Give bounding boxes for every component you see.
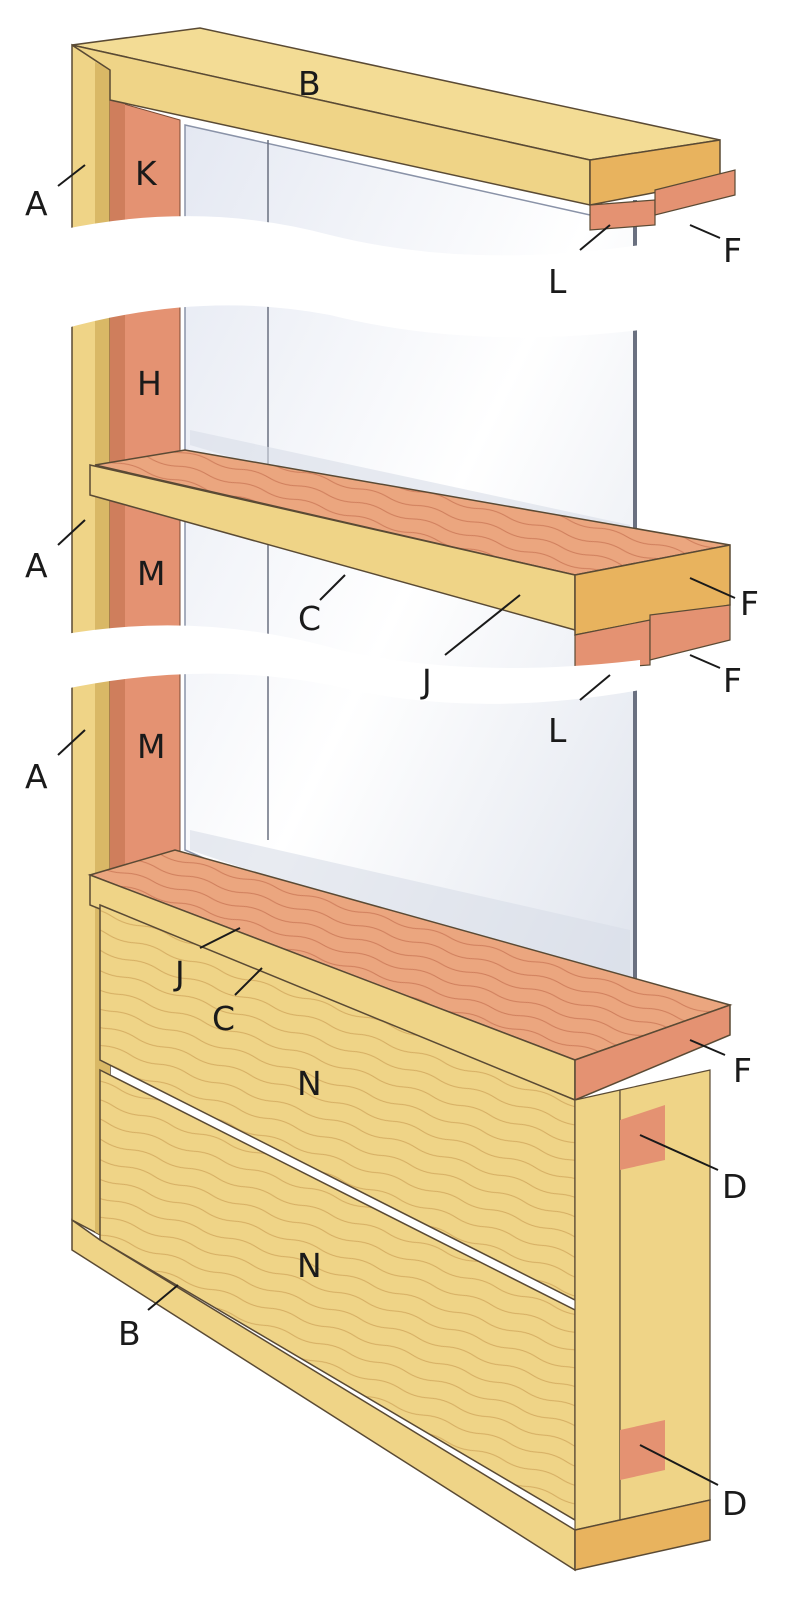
lower-panels [99,903,711,1531]
labels: A B K L F H A M C F J F L A M J C F N D … [25,64,759,1523]
label-j-mid: J [420,662,432,701]
label-a-low: A [25,757,48,796]
label-f-low: F [733,1051,752,1090]
break-marks [60,216,640,704]
top-trim [589,169,736,231]
label-d-bottom: D [722,1484,747,1523]
label-m-upper: M [137,554,165,593]
label-f-mid2: F [723,661,742,700]
label-c-mid: C [298,599,321,638]
label-f-mid1: F [740,584,759,623]
bottom-base [71,1218,711,1572]
label-f-top: F [723,231,742,270]
label-j-low: J [173,954,185,993]
middle-sill [89,449,731,671]
label-a-top: A [25,184,48,223]
label-l-mid: L [548,711,567,750]
label-h: H [137,364,162,403]
label-d-top: D [722,1167,747,1206]
label-n-upper: N [297,1064,322,1103]
top-header-board [71,27,721,206]
label-b-top: B [298,64,321,103]
label-c-low: C [212,999,235,1038]
label-a-mid: A [25,546,48,585]
label-b-bottom: B [118,1314,141,1353]
label-m-lower: M [137,727,165,766]
lower-sill [87,849,733,1102]
label-l-top: L [548,262,567,301]
label-n-lower: N [297,1246,322,1285]
label-k: K [135,154,158,193]
leader-lines [57,164,736,1486]
